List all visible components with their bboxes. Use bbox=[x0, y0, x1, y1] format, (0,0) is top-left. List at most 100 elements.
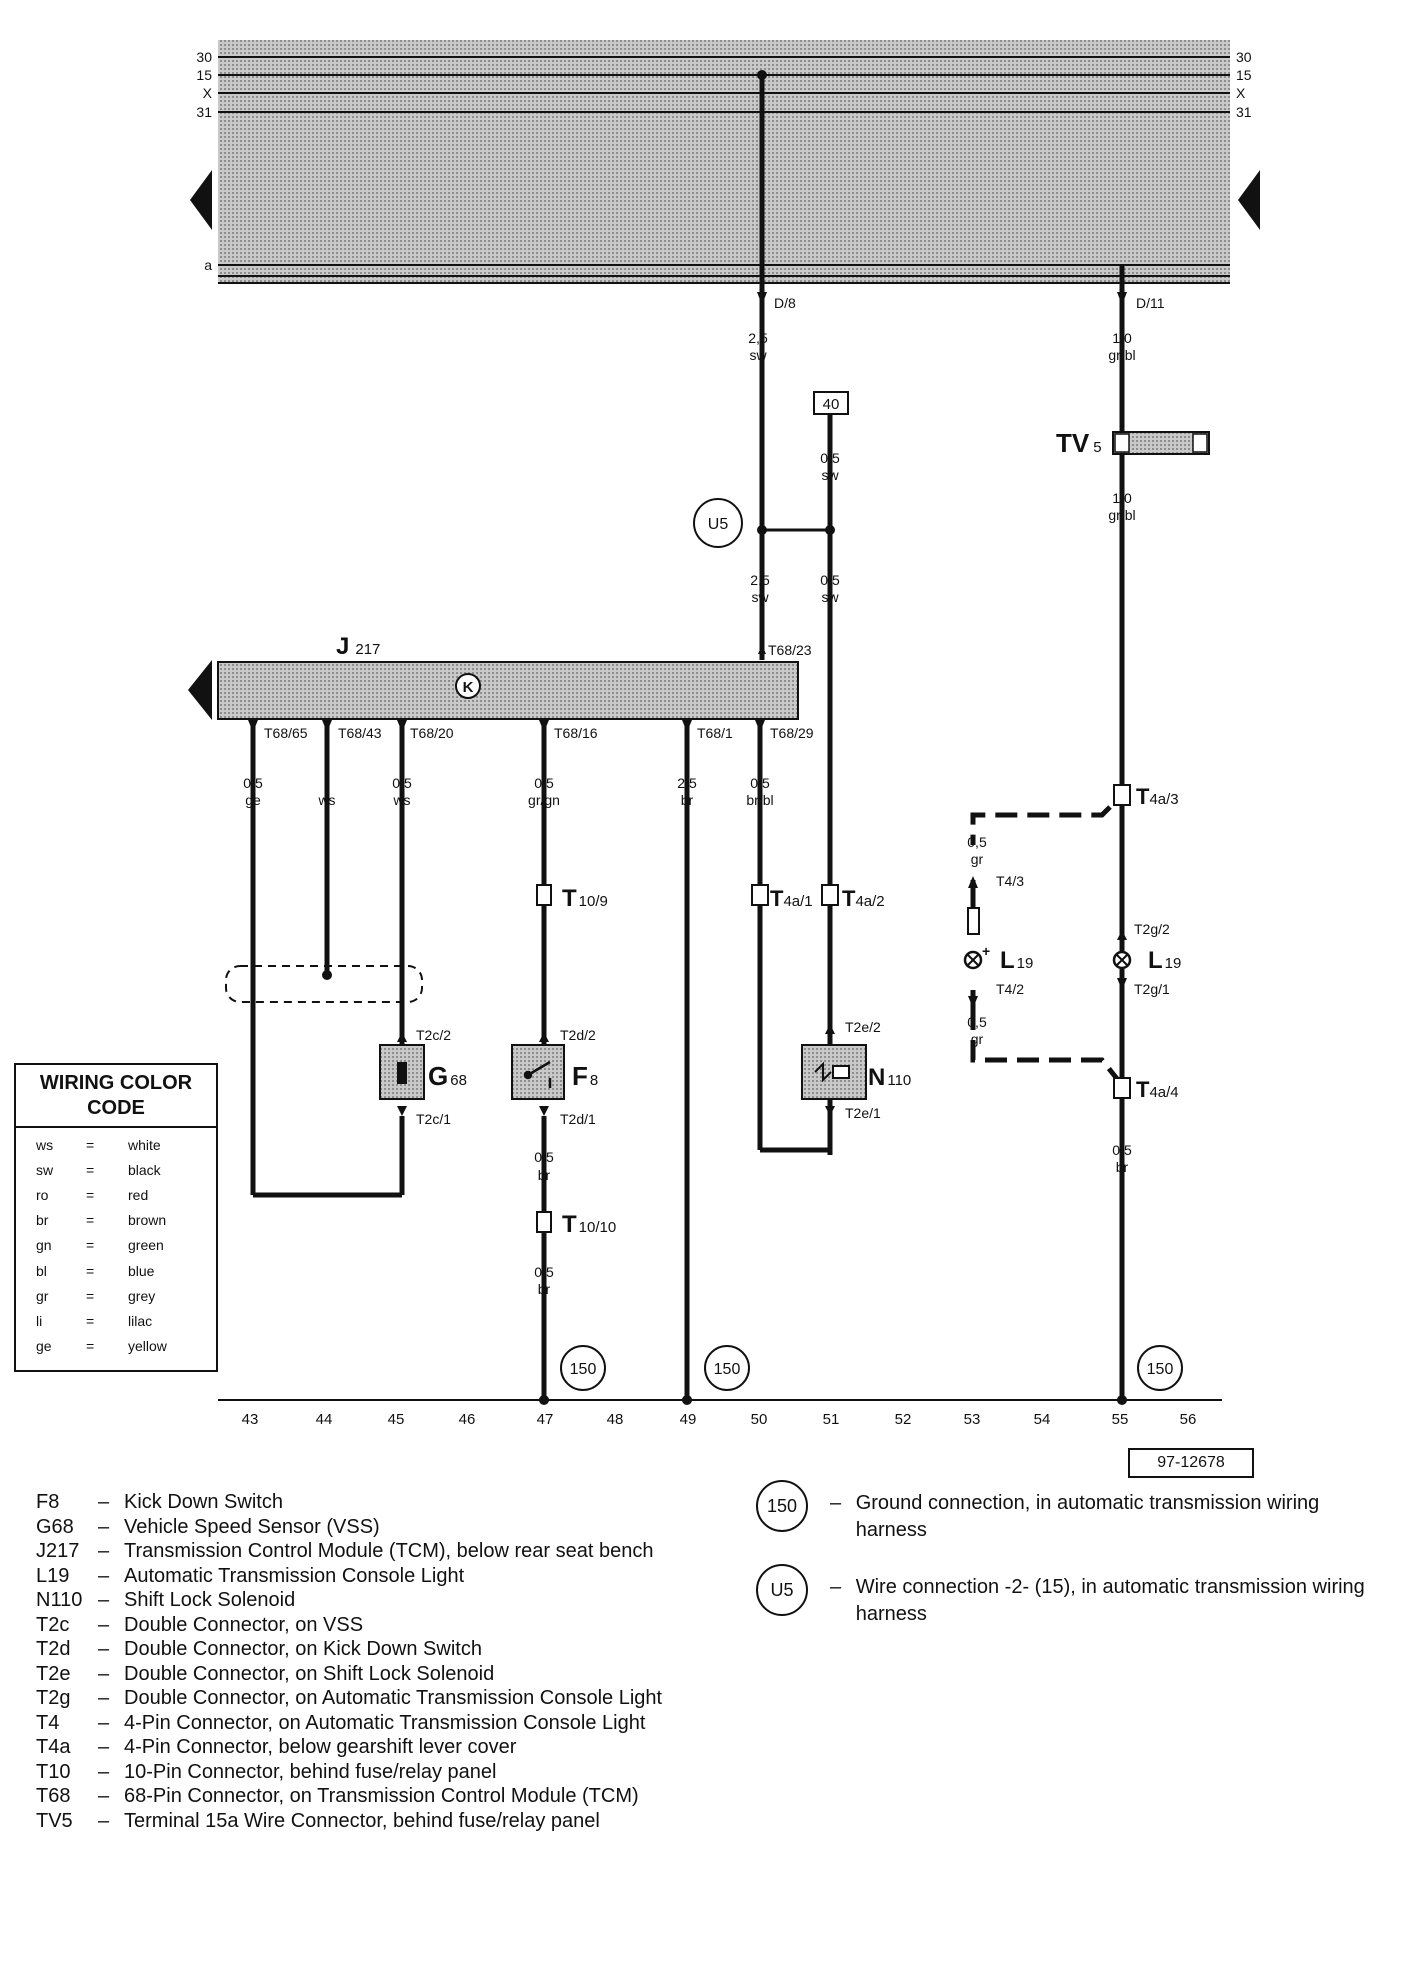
t2d-2-label: T2d/2 bbox=[560, 1027, 596, 1043]
track-number: 49 bbox=[680, 1411, 697, 1428]
t4a-2-connector bbox=[821, 884, 839, 906]
wire-size-47c: 0,5 bbox=[534, 1264, 554, 1280]
track-number: 44 bbox=[316, 1411, 333, 1428]
t4a-1-label: T4a/1 bbox=[770, 886, 813, 911]
color-code-abbr: bl bbox=[36, 1262, 47, 1279]
color-code-name: yellow bbox=[128, 1338, 167, 1355]
junction-dot-u5b bbox=[825, 525, 835, 535]
t68-1-label: T68/1 bbox=[697, 725, 733, 741]
t68-16-label: T68/16 bbox=[554, 725, 598, 741]
l19b-bulb-cross-2 bbox=[1115, 953, 1129, 967]
color-code-abbr: li bbox=[36, 1312, 43, 1329]
l19-resistor bbox=[967, 907, 980, 935]
track-number: 54 bbox=[1034, 1411, 1051, 1428]
wire-size-tv5: 1,0 bbox=[1112, 490, 1132, 506]
color-code-name: red bbox=[128, 1186, 149, 1203]
terminal-label-x-right: X bbox=[1236, 85, 1246, 101]
color-code-entry: ro=red bbox=[16, 1182, 216, 1207]
k-line-diagnostic-symbol bbox=[455, 673, 481, 699]
k-line-label: K bbox=[463, 679, 474, 696]
t2c-1-label: T2c/1 bbox=[416, 1111, 451, 1127]
track-number: 53 bbox=[964, 1411, 981, 1428]
legend-desc: 68-Pin Connector, on Transmission Contro… bbox=[124, 1785, 639, 1807]
legend-entry: T2e–Double Connector, on Shift Lock Sole… bbox=[36, 1662, 714, 1687]
legend-dash: – bbox=[98, 1613, 110, 1636]
legend-entry: T4–4-Pin Connector, on Automatic Transmi… bbox=[36, 1711, 714, 1736]
wire-size-53b: 0,5 bbox=[967, 1014, 987, 1030]
color-code-entry: ws=white bbox=[16, 1132, 216, 1157]
color-code-eq: = bbox=[86, 1312, 95, 1329]
legend-dash: – bbox=[98, 1662, 110, 1685]
wire-size-u5-left: 2,5 bbox=[750, 572, 770, 588]
tv5-connector-bar bbox=[1112, 431, 1210, 455]
continue-left-arrow bbox=[190, 170, 212, 230]
legend-dash: – bbox=[98, 1687, 110, 1709]
legend-desc: Vehicle Speed Sensor (VSS) bbox=[124, 1515, 380, 1538]
solenoid-icon bbox=[814, 1061, 850, 1083]
junction-dot-49 bbox=[682, 1395, 692, 1405]
wire-size-50: 0,5 bbox=[750, 775, 770, 791]
legend-u5-symbol: U5 bbox=[756, 1564, 808, 1616]
t2g-2-arrow bbox=[1117, 930, 1127, 940]
terminal-label-15-right: 15 bbox=[1236, 67, 1252, 83]
shield-dashed-outline bbox=[225, 965, 423, 1003]
legend-code: J217 bbox=[36, 1540, 80, 1562]
t68-65-label: T68/65 bbox=[264, 725, 308, 741]
t2g-1-label: T2g/1 bbox=[1134, 981, 1170, 997]
legend-code: T4 bbox=[36, 1711, 60, 1734]
t4a-4-connector bbox=[1113, 1077, 1131, 1099]
legend-entry: T2g–Double Connector, on Automatic Trans… bbox=[36, 1686, 714, 1711]
color-code-entry: sw=black bbox=[16, 1157, 216, 1182]
legend-entry: N110–Shift Lock Solenoid bbox=[36, 1588, 714, 1613]
color-code-eq: = bbox=[86, 1186, 95, 1203]
wire-color-47c: br bbox=[538, 1281, 551, 1297]
legend-code: L19 bbox=[36, 1564, 70, 1587]
legend-code: T2c bbox=[36, 1613, 70, 1636]
legend-entry: J217–Transmission Control Module (TCM), … bbox=[36, 1539, 714, 1564]
switch-icon bbox=[523, 1060, 552, 1088]
color-code-abbr: ge bbox=[36, 1338, 52, 1355]
wire-size-55: 0,5 bbox=[1112, 1142, 1132, 1158]
wire-size-43: 0,5 bbox=[243, 775, 263, 791]
t2g-1-arrow bbox=[1117, 978, 1127, 990]
wire-size-47b: 0,5 bbox=[534, 1149, 554, 1165]
junction-dot-55 bbox=[1117, 1395, 1127, 1405]
legend-dash: – bbox=[98, 1515, 110, 1538]
t4-3-arrow bbox=[968, 876, 978, 888]
wire-size-box40: 0,5 bbox=[820, 450, 840, 466]
t2c-2-arrow bbox=[397, 1032, 407, 1042]
legend-entry: T2c–Double Connector, on VSS bbox=[36, 1613, 714, 1638]
wire-size-47: 0,5 bbox=[534, 775, 554, 791]
color-code-abbr: gr bbox=[36, 1287, 49, 1304]
t4-2-arrow bbox=[968, 996, 978, 1008]
ground-150-symbol-c bbox=[1137, 1345, 1183, 1391]
legend-desc: Double Connector, on Kick Down Switch bbox=[124, 1638, 482, 1660]
t68-20-label: T68/20 bbox=[410, 725, 454, 741]
wire-size-49: 2,5 bbox=[677, 775, 697, 791]
legend-dash: – bbox=[98, 1540, 110, 1562]
color-code-entry: ge=yellow bbox=[16, 1334, 216, 1359]
legend-desc: Shift Lock Solenoid bbox=[124, 1589, 296, 1611]
terminal-label-30-right: 30 bbox=[1236, 49, 1252, 65]
color-code-eq: = bbox=[86, 1212, 95, 1229]
u5-label: U5 bbox=[708, 516, 729, 533]
ground-150-label-a: 150 bbox=[570, 1361, 597, 1378]
legend-desc: 10-Pin Connector, behind fuse/relay pane… bbox=[124, 1760, 497, 1783]
color-code-name: lilac bbox=[128, 1312, 153, 1329]
track-number: 55 bbox=[1112, 1411, 1129, 1428]
wire-color-53a: gr bbox=[971, 851, 984, 867]
color-code-eq: = bbox=[86, 1136, 95, 1153]
color-code-eq: = bbox=[86, 1287, 95, 1304]
legend-entry: T4a–4-Pin Connector, below gearshift lev… bbox=[36, 1735, 714, 1760]
continue-right-arrow bbox=[1238, 170, 1260, 230]
legend-dash: – bbox=[98, 1711, 110, 1734]
wire-color-u5-right: sw bbox=[821, 589, 839, 605]
connector-d11-label: D/11 bbox=[1136, 295, 1165, 311]
wire-color-43: ge bbox=[245, 792, 261, 808]
connector-arrow-d8 bbox=[757, 292, 767, 305]
